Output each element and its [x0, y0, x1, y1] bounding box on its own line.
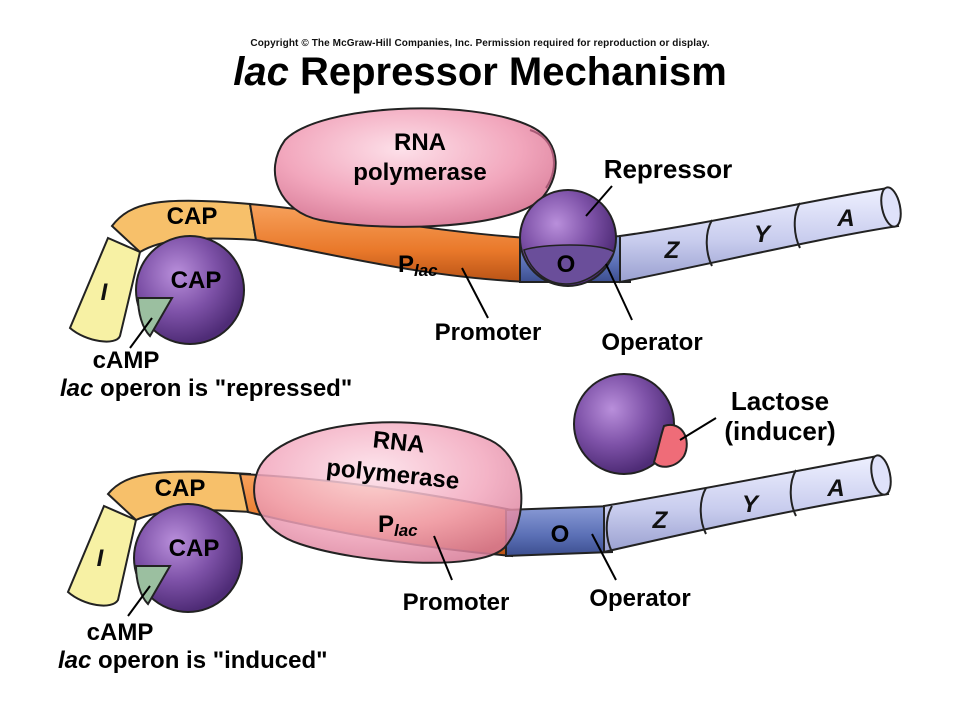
lactose-inducer-shape — [652, 423, 688, 468]
top-gene-a-label: A — [836, 205, 854, 232]
bottom-rna-polymerase-label-1: RNA — [372, 426, 427, 458]
top-plac-sub-label: lac — [414, 261, 438, 280]
bottom-plac-sub-label: lac — [394, 521, 418, 540]
top-divider-ya — [793, 202, 801, 249]
top-operator-pointer — [605, 263, 633, 321]
top-operator-o-label: O — [557, 251, 576, 278]
top-rna-polymerase-label-2: polymerase — [353, 159, 486, 186]
top-cap-site-label: CAP — [167, 203, 218, 230]
top-promoter-label: Promoter — [435, 319, 542, 346]
top-rna-polymerase-fold — [529, 129, 555, 189]
bottom-gene-i-segment — [66, 504, 138, 607]
top-camp-label: cAMP — [93, 347, 160, 374]
title-italic: lac — [233, 50, 289, 94]
top-gene-y-label: Y — [754, 221, 772, 248]
bottom-operator-o-label: O — [551, 521, 570, 548]
top-status-rest: operon is "repressed" — [93, 375, 352, 402]
top-status-text: lac operon is "repressed" — [60, 375, 352, 402]
top-rna-polymerase-label-1: RNA — [394, 129, 446, 156]
top-repressor-pointer — [585, 185, 613, 217]
bottom-camp-label: cAMP — [87, 619, 154, 646]
top-divider-zy — [705, 219, 713, 267]
bottom-rna-polymerase — [253, 421, 523, 564]
top-plac-p-label: P — [398, 251, 414, 278]
bottom-dna-end-cap — [870, 454, 892, 496]
copyright-notice: Copyright © The McGraw-Hill Companies, I… — [250, 38, 710, 49]
top-repressor-label: Repressor — [604, 154, 733, 184]
free-repressor-group: Lactose (inducer) — [573, 373, 836, 475]
top-cap-protein — [135, 235, 245, 345]
bottom-cap-protein-label: CAP — [169, 535, 220, 562]
top-repressor-operator-overlap — [523, 244, 615, 285]
bottom-operator-label: Operator — [589, 585, 690, 612]
bottom-divider-oz — [605, 505, 613, 553]
bottom-panel: RNA polymerase CAP CAP I P lac O Z Y A P… — [58, 421, 892, 674]
bottom-promoter-pointer — [433, 535, 453, 581]
bottom-operator-pointer — [591, 533, 617, 581]
bottom-gene-a-label: A — [826, 475, 844, 502]
title-rest: Repressor Mechanism — [288, 50, 727, 94]
bottom-divider-zy — [699, 487, 707, 535]
bottom-status-italic: lac — [58, 647, 91, 674]
top-gene-z-label: Z — [664, 237, 681, 264]
bottom-gene-y-label: Y — [742, 491, 760, 518]
inducer-label: (inducer) — [724, 416, 835, 446]
page-title: lac Repressor Mechanism — [0, 50, 960, 95]
bottom-promoter-label: Promoter — [403, 589, 510, 616]
top-gene-i-segment — [68, 236, 142, 343]
bottom-cap-site-label: CAP — [155, 475, 206, 502]
bottom-divider-ya — [789, 469, 797, 517]
top-status-italic: lac — [60, 375, 93, 402]
bottom-plac-p-label: P — [378, 511, 394, 538]
top-gene-i-label: I — [101, 279, 109, 306]
free-repressor-protein — [573, 373, 675, 475]
top-panel: RNA polymerase CAP CAP I P lac O Z Y A R… — [60, 107, 902, 402]
top-operator-label: Operator — [601, 329, 702, 356]
top-cap-protein-label: CAP — [171, 267, 222, 294]
bottom-status-text: lac operon is "induced" — [58, 647, 327, 674]
lactose-pointer — [679, 417, 717, 441]
top-camp-pointer — [129, 317, 153, 349]
bottom-status-rest: operon is "induced" — [91, 647, 327, 674]
top-promoter-pointer — [461, 267, 489, 319]
bottom-cap-protein — [133, 503, 243, 613]
bottom-gene-i-label: I — [97, 545, 105, 572]
bottom-gene-z-label: Z — [652, 507, 669, 534]
top-dna-end-cap — [880, 186, 902, 228]
lactose-label: Lactose — [731, 386, 829, 416]
bottom-camp-pointer — [127, 585, 151, 617]
